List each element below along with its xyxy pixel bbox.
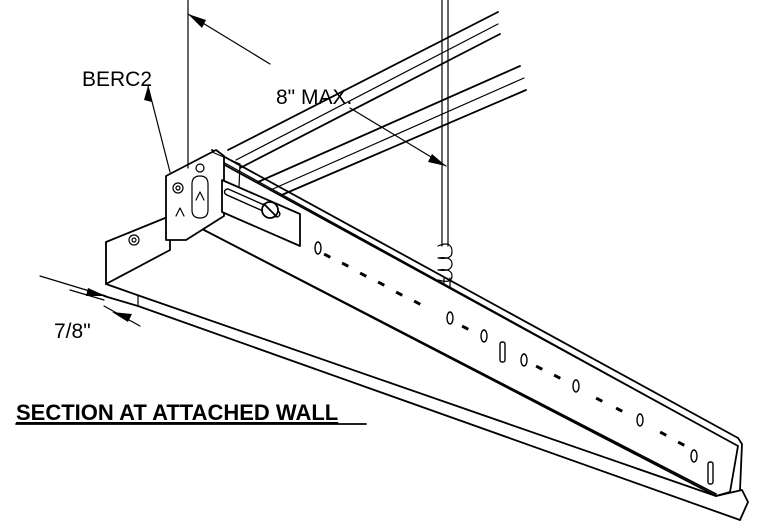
background-runners <box>227 11 527 201</box>
dimension-8-max <box>187 0 447 169</box>
berc2-leader <box>144 85 171 173</box>
berc2-clip <box>165 149 301 247</box>
section-title: SECTION AT ATTACHED WALL <box>16 400 338 425</box>
web-slots <box>314 241 714 485</box>
dimension-7-8 <box>39 275 141 327</box>
flange-width-label: 7/8" <box>54 320 91 343</box>
tee-end-stub <box>105 215 171 285</box>
max-spacing-label: 8" MAX. <box>276 86 352 109</box>
berc2-callout: BERC2 <box>82 68 152 91</box>
main-tee <box>103 149 749 521</box>
